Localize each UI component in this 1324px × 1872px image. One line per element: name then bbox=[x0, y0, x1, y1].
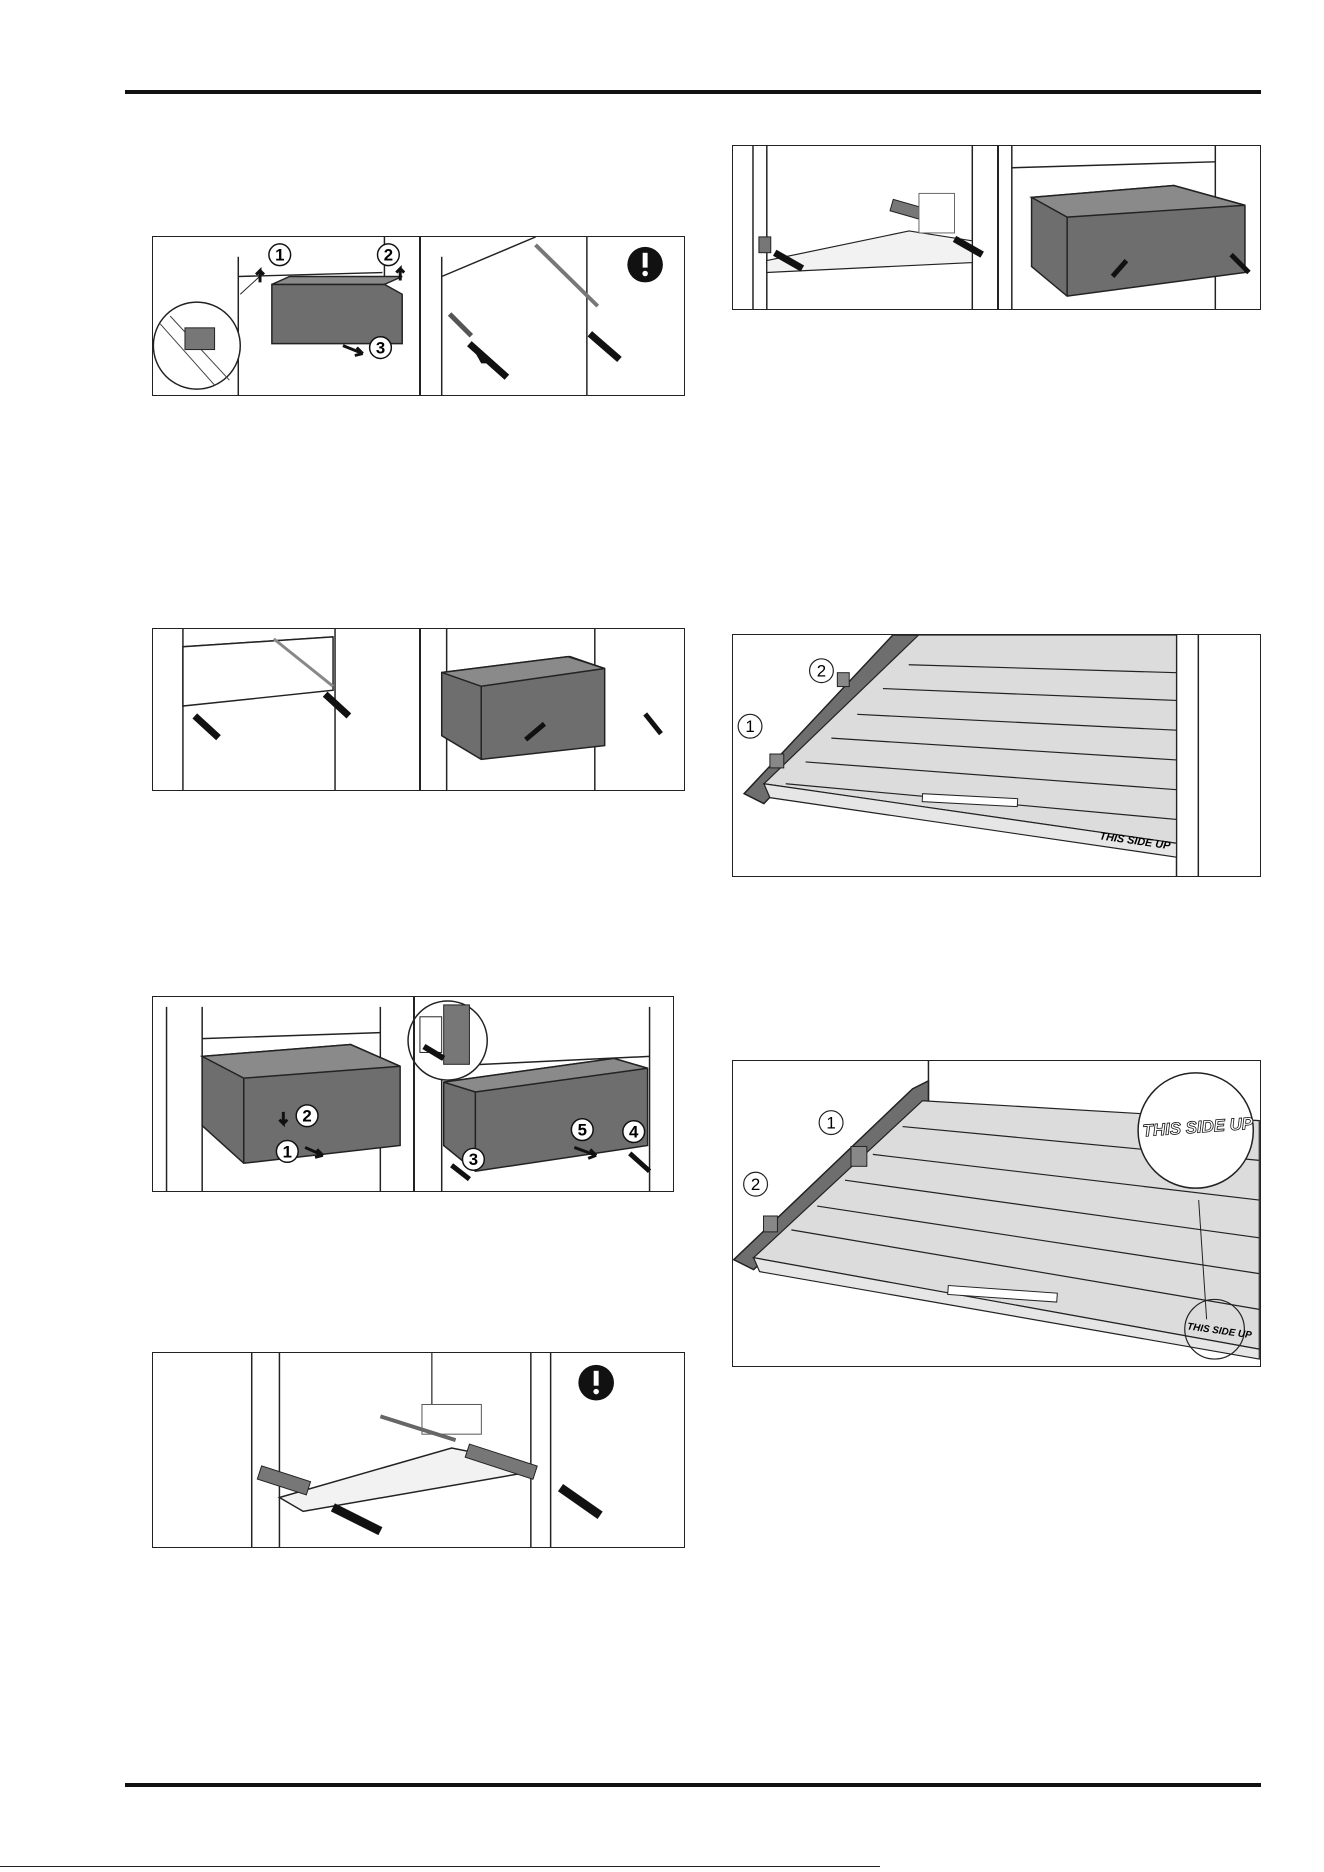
figure-shelf-with-label: THIS SIDE UP 2 1 bbox=[732, 634, 1261, 877]
marker-1: 1 bbox=[819, 1111, 843, 1135]
svg-text:1: 1 bbox=[283, 1142, 292, 1161]
marker-1: 1 bbox=[738, 714, 762, 738]
marker-4: 4 bbox=[623, 1121, 645, 1143]
svg-text:2: 2 bbox=[302, 1107, 311, 1126]
footnote-rule bbox=[0, 1866, 880, 1867]
figure-rail-install bbox=[152, 1352, 685, 1548]
exclamation-icon bbox=[578, 1365, 614, 1401]
marker-2: 2 bbox=[378, 244, 400, 266]
figure-drawer-removal: 1 2 3 bbox=[152, 236, 685, 396]
figure-drawer-insert bbox=[152, 628, 685, 791]
figure-shelf-label-zoom-art: THIS SIDE UP THIS SIDE UP 1 2 bbox=[733, 1061, 1260, 1366]
svg-text:2: 2 bbox=[751, 1175, 760, 1194]
exclamation-icon bbox=[627, 247, 663, 283]
marker-2: 2 bbox=[810, 659, 834, 683]
marker-1: 1 bbox=[269, 244, 291, 266]
figure-shelf-with-label-art: THIS SIDE UP 2 1 bbox=[733, 635, 1260, 876]
marker-1: 1 bbox=[276, 1141, 298, 1163]
marker-3: 3 bbox=[370, 337, 392, 359]
svg-text:1: 1 bbox=[745, 717, 754, 736]
footer-rule bbox=[125, 1783, 1261, 1787]
svg-text:1: 1 bbox=[275, 246, 284, 265]
svg-text:2: 2 bbox=[384, 246, 393, 265]
marker-5: 5 bbox=[571, 1119, 593, 1141]
marker-2: 2 bbox=[744, 1172, 768, 1196]
marker-2: 2 bbox=[296, 1105, 318, 1127]
svg-text:5: 5 bbox=[578, 1121, 587, 1140]
svg-text:1: 1 bbox=[826, 1114, 835, 1133]
svg-text:3: 3 bbox=[376, 339, 385, 358]
svg-text:3: 3 bbox=[469, 1150, 478, 1169]
figure-rail-install-art bbox=[153, 1353, 684, 1547]
header-rule bbox=[125, 90, 1261, 94]
figure-rail-and-drawer bbox=[732, 145, 1261, 310]
svg-text:2: 2 bbox=[817, 662, 826, 681]
marker-3: 3 bbox=[462, 1148, 484, 1170]
figure-drawer-reinstall: 2 1 5 4 3 bbox=[152, 996, 674, 1192]
svg-text:4: 4 bbox=[629, 1123, 639, 1142]
figure-shelf-label-zoom: THIS SIDE UP THIS SIDE UP 1 2 bbox=[732, 1060, 1261, 1367]
